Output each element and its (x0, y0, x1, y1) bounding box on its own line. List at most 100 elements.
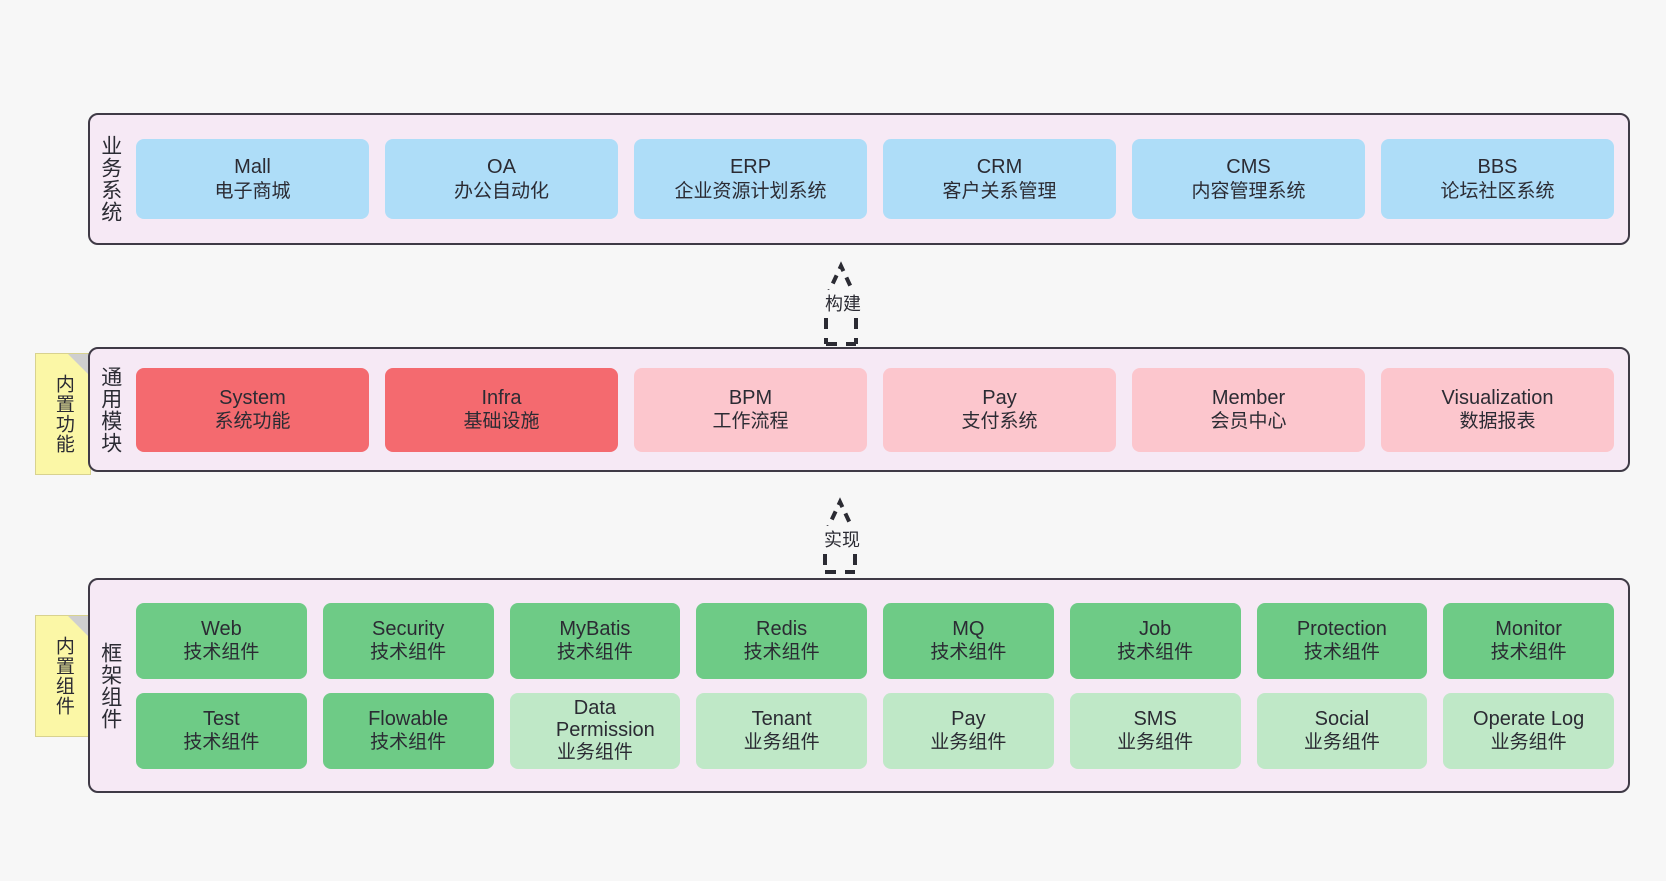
node-title-cn: 业务组件 (930, 732, 1007, 754)
connector-build-label: 构建 (822, 290, 864, 316)
node-title-en: Infra (481, 386, 522, 409)
node-title-en: ERP (729, 156, 772, 179)
node-web[interactable]: Web 技术组件 (136, 602, 307, 679)
node-monitor[interactable]: Monitor 技术组件 (1443, 602, 1614, 679)
node-security[interactable]: Security 技术组件 (322, 602, 494, 679)
node-title-cn: 业务组件 (1303, 732, 1380, 754)
node-cms[interactable]: CMS 内容管理系统 (1132, 139, 1365, 219)
note-fold-corner-icon (68, 354, 90, 376)
node-sms[interactable]: SMS 业务组件 (1069, 692, 1241, 769)
layer-title-business-system: 业务系统 (98, 135, 122, 223)
node-bbs[interactable]: BBS 论坛社区系统 (1381, 139, 1614, 219)
node-title-cn: 论坛社区系统 (1440, 180, 1555, 202)
node-title-cn: 企业资源计划系统 (674, 180, 827, 202)
node-social[interactable]: Social 业务组件 (1256, 692, 1428, 769)
node-title-cn: 数据报表 (1459, 411, 1536, 433)
layer-common-module: 通用模块 System 系统功能 Infra 基础设施 BPM 工作流程 Pay… (88, 347, 1630, 472)
node-data-permission[interactable]: Data Permission 业务组件 (509, 692, 681, 769)
note-label: 内置功能 (52, 374, 74, 454)
node-title-en: Redis (756, 617, 808, 640)
node-pay-module[interactable]: Pay 支付系统 (883, 367, 1116, 452)
node-title-en: Flowable (368, 707, 449, 730)
node-title-en: Job (1139, 617, 1172, 640)
node-title-cn: 客户关系管理 (942, 180, 1057, 202)
connector-implement: 实现 (775, 492, 935, 574)
node-tenant[interactable]: Tenant 业务组件 (696, 692, 867, 769)
node-title-cn: 办公自动化 (453, 180, 549, 202)
node-test[interactable]: Test 技术组件 (136, 692, 307, 769)
node-infra[interactable]: Infra 基础设施 (385, 367, 618, 452)
node-operate-log[interactable]: Operate Log 业务组件 (1443, 692, 1614, 769)
node-flowable[interactable]: Flowable 技术组件 (322, 692, 494, 769)
node-title-en: Pay (951, 707, 986, 730)
layer-body-common-module: System 系统功能 Infra 基础设施 BPM 工作流程 Pay 支付系统… (130, 349, 1628, 470)
node-title-en: Test (203, 707, 240, 730)
node-member[interactable]: Member 会员中心 (1132, 367, 1365, 452)
node-pay-component[interactable]: Pay 业务组件 (883, 692, 1054, 769)
node-title-en: BPM (728, 386, 773, 409)
layer-title-common-module: 通用模块 (98, 365, 122, 454)
node-title-en: CMS (1226, 156, 1271, 179)
node-title-en: Monitor (1495, 617, 1562, 640)
node-crm[interactable]: CRM 客户关系管理 (883, 139, 1116, 219)
node-title-en: MQ (952, 617, 985, 640)
node-title-cn: 业务组件 (556, 741, 633, 763)
node-protection[interactable]: Protection 技术组件 (1256, 602, 1428, 679)
node-title-en: OA (487, 156, 516, 179)
node-system[interactable]: System 系统功能 (136, 367, 369, 452)
node-title-en: SMS (1133, 707, 1177, 730)
node-title-en: Tenant (751, 707, 812, 730)
node-title-cn: 业务组件 (743, 732, 820, 754)
node-mq[interactable]: MQ 技术组件 (883, 602, 1054, 679)
connector-implement-label: 实现 (821, 526, 863, 552)
node-mybatis[interactable]: MyBatis 技术组件 (509, 602, 681, 679)
node-row: System 系统功能 Infra 基础设施 BPM 工作流程 Pay 支付系统… (136, 367, 1614, 452)
node-title-cn: 工作流程 (712, 411, 789, 433)
node-mall[interactable]: Mall 电子商城 (136, 139, 369, 219)
node-visualization[interactable]: Visualization 数据报表 (1381, 367, 1614, 452)
note-fold-corner-icon (68, 616, 90, 638)
node-title-cn: 基础设施 (463, 411, 540, 433)
node-title-en: Visualization (1441, 386, 1554, 409)
node-title-en: Member (1211, 386, 1286, 409)
node-redis[interactable]: Redis 技术组件 (696, 602, 867, 679)
node-erp[interactable]: ERP 企业资源计划系统 (634, 139, 867, 219)
node-title-cn: 技术组件 (183, 732, 260, 754)
node-title-cn: 技术组件 (1490, 642, 1567, 664)
node-title-cn: 业务组件 (1117, 732, 1194, 754)
node-title-cn: 内容管理系统 (1191, 180, 1306, 202)
node-title-cn: 业务组件 (1490, 732, 1567, 754)
layer-body-business-system: Mall 电子商城 OA 办公自动化 ERP 企业资源计划系统 CRM 客户关系… (130, 115, 1628, 243)
node-title-cn: 支付系统 (961, 411, 1038, 433)
node-oa[interactable]: OA 办公自动化 (385, 139, 618, 219)
node-title-en: MyBatis (559, 617, 631, 640)
node-job[interactable]: Job 技术组件 (1069, 602, 1241, 679)
node-title-en: Security (372, 617, 445, 640)
connector-build: 构建 (761, 258, 921, 346)
node-title-cn: 技术组件 (930, 642, 1007, 664)
node-title-cn: 技术组件 (743, 642, 820, 664)
layer-framework-component: 框架组件 Web 技术组件 Security 技术组件 MyBatis 技术组件… (88, 578, 1630, 793)
node-row: Mall 电子商城 OA 办公自动化 ERP 企业资源计划系统 CRM 客户关系… (136, 139, 1614, 219)
note-builtin-function: 内置功能 (35, 353, 91, 475)
node-title-en: Social (1314, 707, 1370, 730)
node-title-cn: 电子商城 (214, 180, 291, 202)
node-title-en: CRM (976, 156, 1023, 179)
node-title-en: BBS (1477, 156, 1518, 179)
note-builtin-component: 内置组件 (35, 615, 91, 737)
node-title-cn: 技术组件 (556, 642, 633, 664)
node-title-en: System (219, 386, 286, 409)
node-title-en: Mall (234, 156, 271, 179)
layer-business-system: 业务系统 Mall 电子商城 OA 办公自动化 ERP 企业资源计划系统 CRM… (88, 113, 1630, 245)
node-title-cn: 技术组件 (1303, 642, 1380, 664)
node-title-cn: 技术组件 (370, 732, 447, 754)
node-bpm[interactable]: BPM 工作流程 (634, 367, 867, 452)
node-title-en: Operate Log (1473, 707, 1585, 730)
layer-body-framework-component: Web 技术组件 Security 技术组件 MyBatis 技术组件 Redi… (130, 580, 1628, 791)
node-title-cn: 技术组件 (1117, 642, 1194, 664)
node-row-business: Test 技术组件 Flowable 技术组件 Data Permission … (136, 692, 1614, 769)
node-title-en: Web (200, 617, 242, 640)
node-title-en: Data Permission (555, 696, 655, 741)
node-title-cn: 技术组件 (370, 642, 447, 664)
node-row-tech: Web 技术组件 Security 技术组件 MyBatis 技术组件 Redi… (136, 602, 1614, 679)
